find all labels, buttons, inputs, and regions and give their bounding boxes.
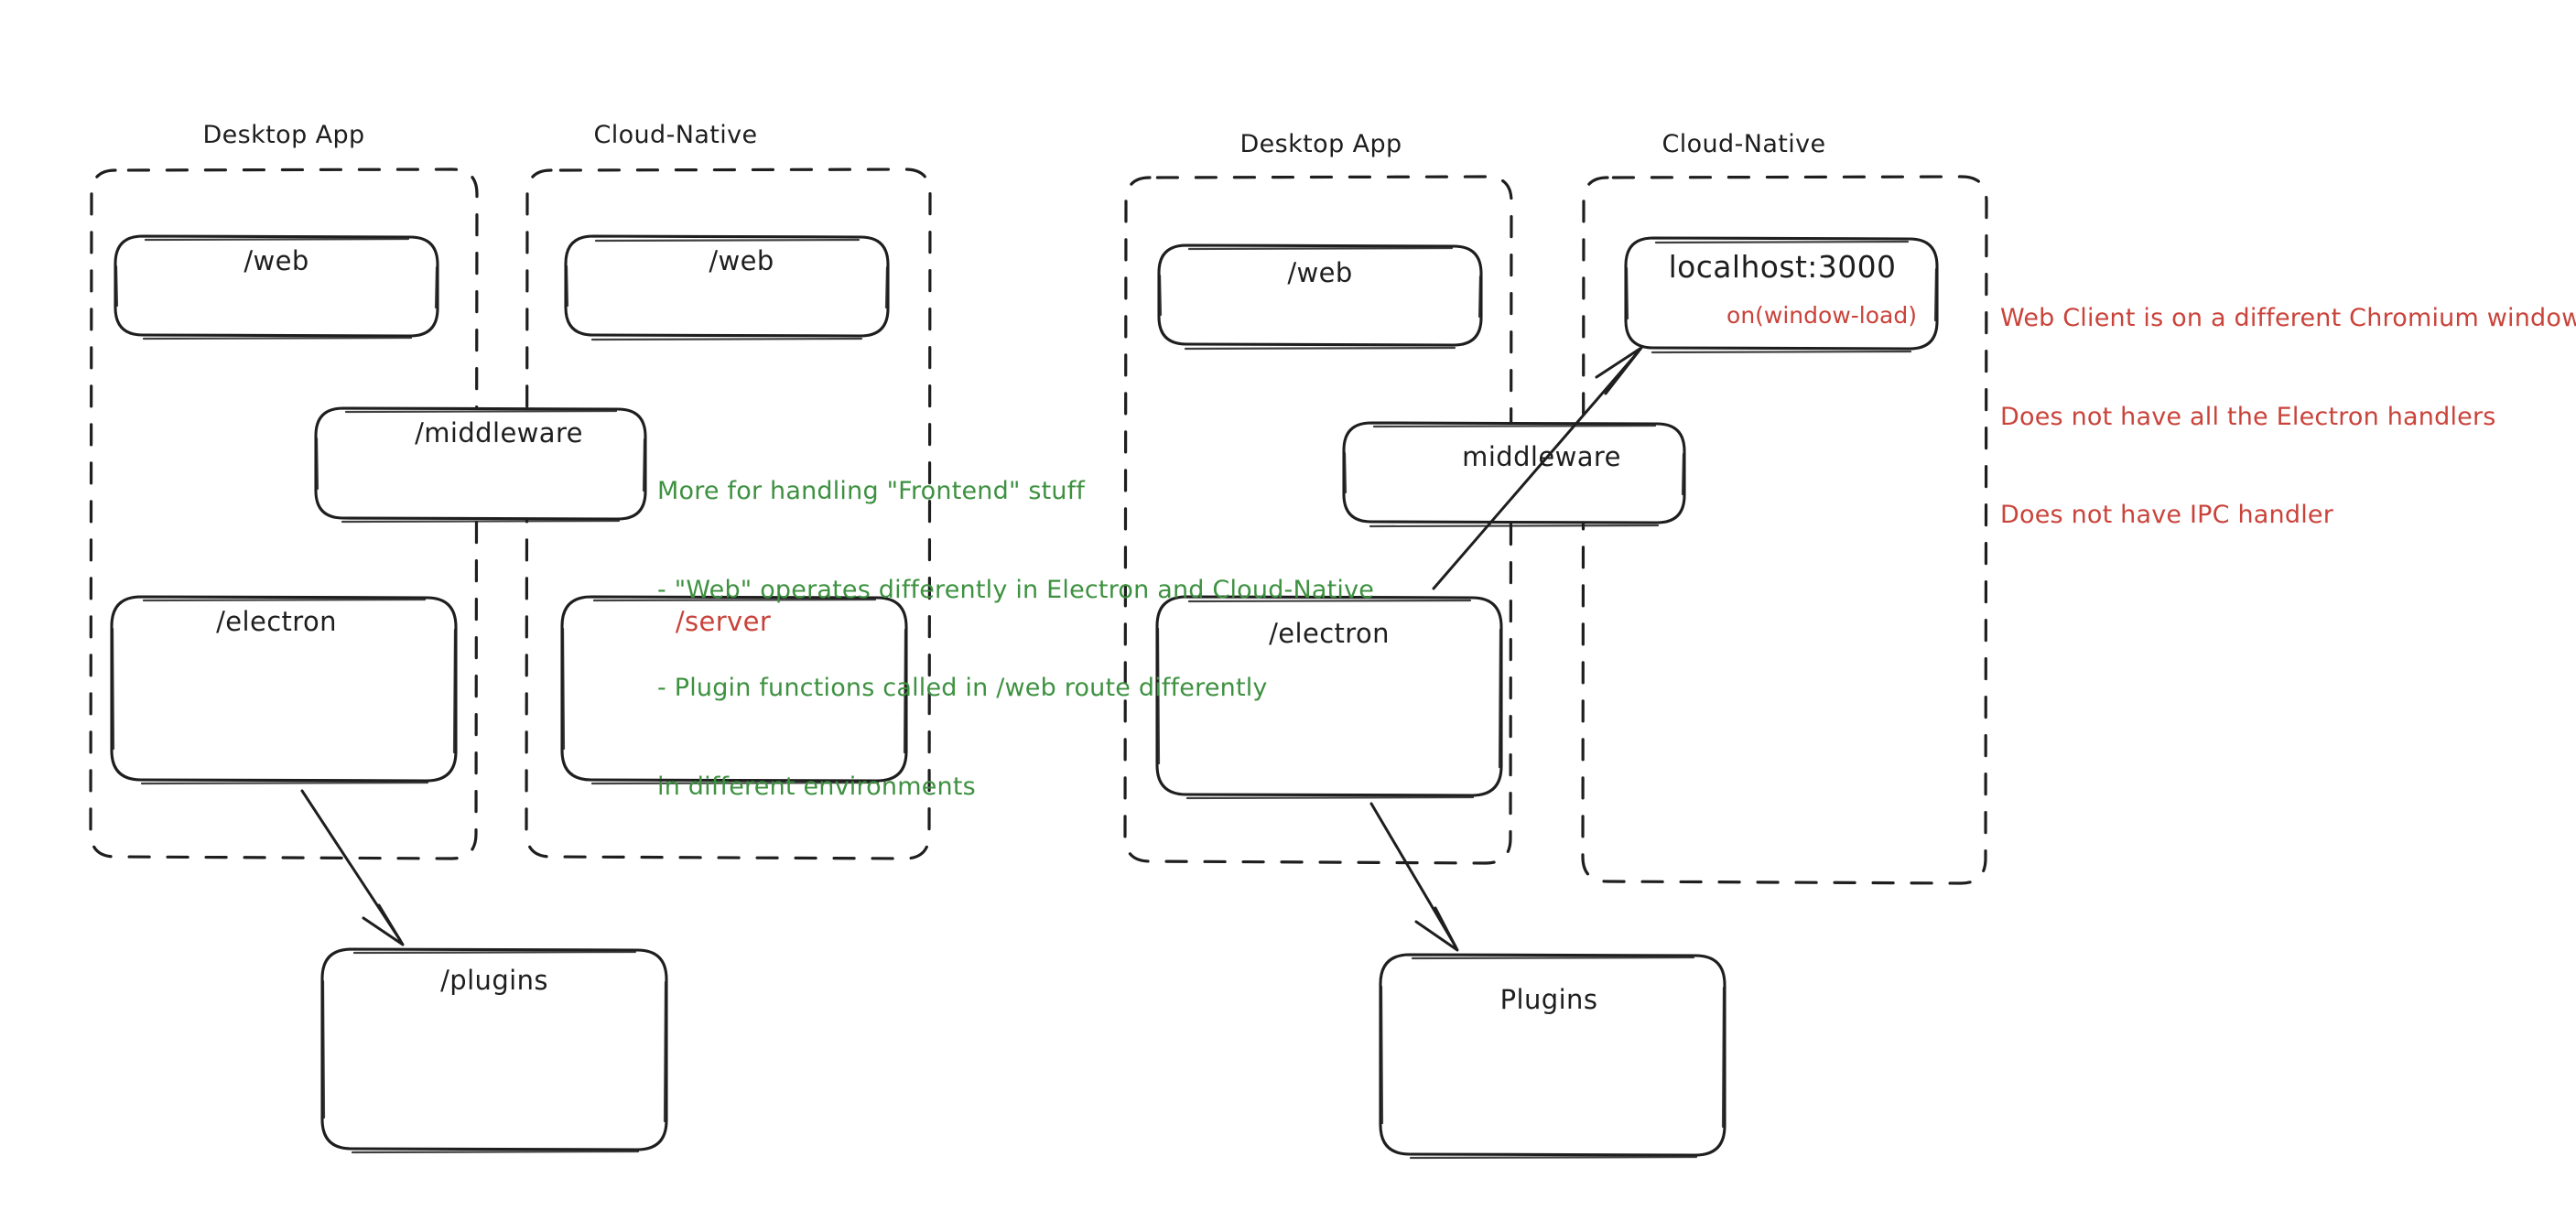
- left-middleware-label: /middleware: [415, 417, 583, 448]
- right-middleware-label: middleware: [1462, 441, 1621, 472]
- right-plugins-box: [1379, 953, 1726, 1160]
- green-note-line-2: - "Web" operates differently in Electron…: [657, 575, 1375, 604]
- right-localhost-sublabel: on(window-load): [1726, 302, 1917, 329]
- red-note-line-1: Web Client is on a different Chromium wi…: [2000, 303, 2576, 332]
- left-middleware-box: [314, 406, 647, 524]
- red-annotation-note: Web Client is on a different Chromium wi…: [2000, 236, 2576, 598]
- right-desktop-app-title: Desktop App: [1239, 130, 1402, 158]
- left-desktop-web-box: [114, 234, 439, 340]
- arrow-right-electron-to-localhost: [1432, 346, 1643, 590]
- red-note-line-2: Does not have all the Electron handlers: [2000, 402, 2496, 431]
- right-cloud-native-container: [1581, 175, 1988, 885]
- left-desktop-electron-label: /electron: [216, 606, 337, 637]
- right-desktop-web-box: [1157, 243, 1483, 351]
- right-localhost-box: [1624, 236, 1939, 354]
- right-desktop-electron-box: [1155, 595, 1503, 800]
- left-cloud-web-label: /web: [709, 245, 774, 276]
- left-desktop-web-label: /web: [244, 245, 309, 276]
- left-cloud-web-box: [564, 234, 890, 341]
- right-desktop-app-container: [1123, 175, 1513, 865]
- right-localhost-label: localhost:3000: [1668, 249, 1897, 285]
- left-desktop-app-title: Desktop App: [202, 121, 365, 149]
- left-plugins-label: /plugins: [440, 965, 548, 996]
- green-note-line-3: - Plugin functions called in /web route …: [657, 674, 1268, 703]
- left-cloud-server-box: [560, 595, 908, 785]
- right-plugins-label: Plugins: [1499, 984, 1598, 1015]
- right-desktop-web-label: /web: [1287, 257, 1353, 288]
- right-desktop-electron-label: /electron: [1269, 618, 1390, 649]
- green-annotation-note: More for handling "Frontend" stuff - "We…: [657, 409, 1374, 870]
- arrow-right-electron-to-plugins: [1369, 802, 1459, 952]
- arrow-left-electron-to-plugins: [300, 789, 405, 946]
- green-note-line-4: in different environments: [657, 772, 976, 801]
- left-desktop-app-container: [89, 168, 479, 860]
- right-cloud-native-title: Cloud-Native: [1661, 130, 1826, 158]
- green-note-line-1: More for handling "Frontend" stuff: [657, 476, 1086, 505]
- red-note-line-3: Does not have IPC handler: [2000, 501, 2334, 530]
- right-middleware-box: [1342, 421, 1686, 528]
- left-cloud-native-title: Cloud-Native: [593, 121, 758, 149]
- left-cloud-server-label: /server: [675, 606, 772, 637]
- left-desktop-electron-box: [110, 595, 458, 785]
- left-plugins-box: [320, 947, 668, 1154]
